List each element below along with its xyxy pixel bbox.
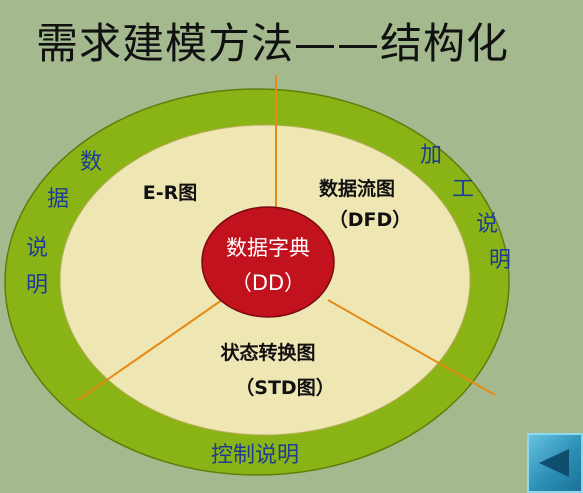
dfd-label-line2: （DFD） <box>329 208 412 231</box>
data-desc-char-1: 数 <box>80 150 102 175</box>
dfd-label-line1: 数据流图 <box>319 177 395 200</box>
process-desc-char-4: 明 <box>489 248 511 273</box>
data-desc-char-2: 据 <box>47 187 69 212</box>
process-desc-char-3: 说 <box>476 212 498 237</box>
control-desc-label: 控制说明 <box>211 443 299 468</box>
std-label-line2: （STD图） <box>235 376 334 399</box>
divider-right <box>327 299 496 396</box>
std-label-line1: 状态转换图 <box>220 341 315 364</box>
process-desc-char-1: 加 <box>420 143 442 168</box>
center-disc <box>201 206 335 318</box>
er-diagram-label: E-R图 <box>143 182 198 204</box>
process-desc-char-2: 工 <box>452 177 474 202</box>
back-nav-button[interactable] <box>527 433 583 493</box>
data-desc-char-4: 明 <box>26 273 48 298</box>
center-label-line1: 数据字典 <box>226 236 310 260</box>
data-desc-char-3: 说 <box>26 236 48 261</box>
divider-left <box>77 299 223 401</box>
center-label-line2: （DD） <box>231 271 305 295</box>
page-title: 需求建模方法——结构化 <box>36 19 510 68</box>
back-arrow-icon <box>539 449 569 477</box>
